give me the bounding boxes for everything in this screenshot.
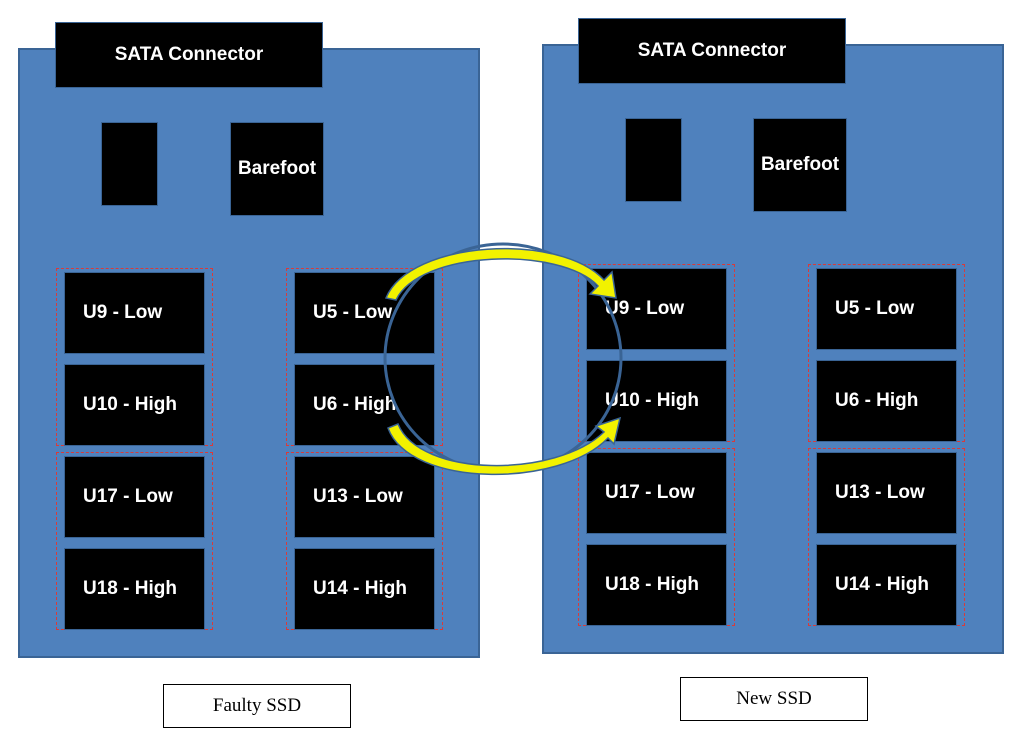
new-ssd-caption: New SSD (680, 677, 868, 721)
new-chip-u10: U10 - High (586, 360, 727, 442)
faulty-chip-u10: U10 - High (64, 364, 205, 446)
new-barefoot-controller: Barefoot (753, 118, 847, 212)
faulty-sata-connector: SATA Connector (55, 22, 323, 88)
new-sata-connector: SATA Connector (578, 18, 846, 84)
faulty-ssd-caption: Faulty SSD (163, 684, 351, 728)
new-chip-u17: U17 - Low (586, 452, 727, 534)
faulty-barefoot-controller: Barefoot (230, 122, 324, 216)
faulty-chip-u6: U6 - High (294, 364, 435, 446)
faulty-chip-u18: U18 - High (64, 548, 205, 630)
new-chip-u6: U6 - High (816, 360, 957, 442)
new-chip-u5: U5 - Low (816, 268, 957, 350)
new-chip-u18: U18 - High (586, 544, 727, 626)
faulty-chip-u17: U17 - Low (64, 456, 205, 538)
new-small-chip (625, 118, 682, 202)
faulty-chip-u14: U14 - High (294, 548, 435, 630)
new-chip-u14: U14 - High (816, 544, 957, 626)
new-chip-u9: U9 - Low (586, 268, 727, 350)
new-chip-u13: U13 - Low (816, 452, 957, 534)
faulty-chip-u13: U13 - Low (294, 456, 435, 538)
faulty-chip-u9: U9 - Low (64, 272, 205, 354)
faulty-chip-u5: U5 - Low (294, 272, 435, 354)
faulty-small-chip (101, 122, 158, 206)
